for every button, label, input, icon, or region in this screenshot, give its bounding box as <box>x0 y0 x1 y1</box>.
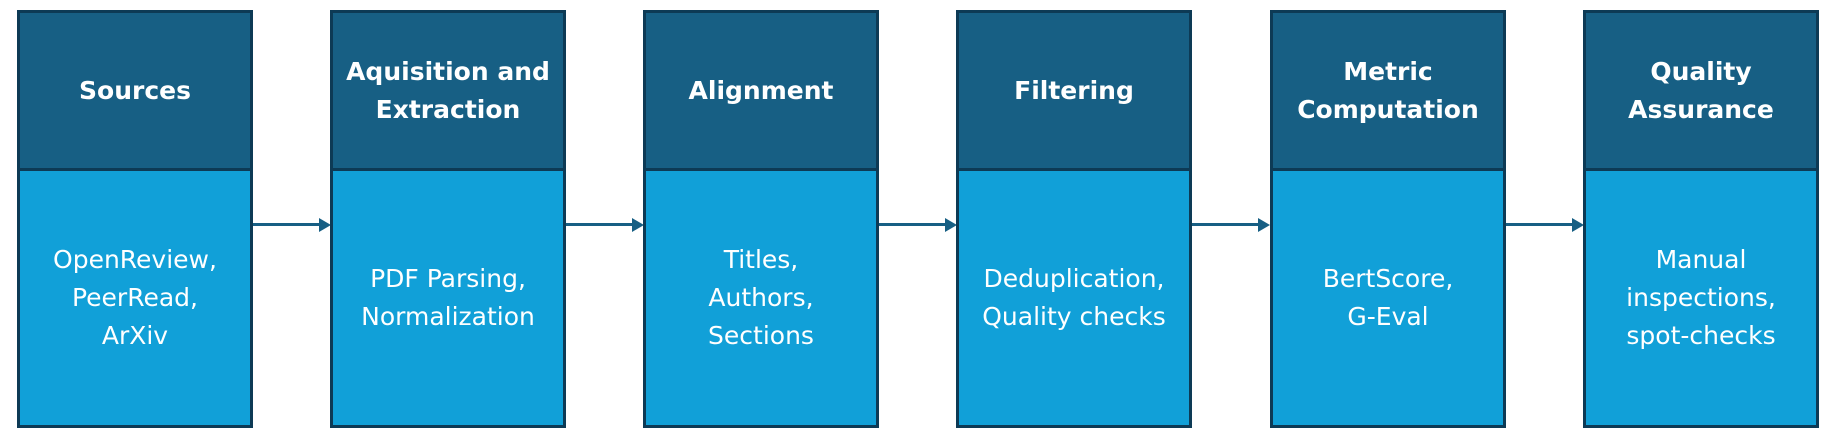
arrow-line <box>566 223 634 226</box>
stage-description: BertScore, G-Eval <box>1322 264 1454 331</box>
arrow-line <box>253 223 321 226</box>
arrow-right-icon <box>319 218 331 232</box>
stage-header: Aquisition and Extraction <box>333 13 563 171</box>
arrow-right-icon <box>632 218 644 232</box>
stage-body: Titles, Authors, Sections <box>646 171 876 425</box>
arrow-connector <box>1192 213 1270 237</box>
stage-body: Deduplication, Quality checks <box>959 171 1189 425</box>
stage-title: Alignment <box>688 75 834 105</box>
stage-description: PDF Parsing, Normalization <box>361 264 535 331</box>
arrow-connector <box>1506 213 1584 237</box>
stage-body: PDF Parsing, Normalization <box>333 171 563 425</box>
stage-title: Aquisition and Extraction <box>346 56 550 124</box>
arrow-connector <box>566 213 644 237</box>
arrow-right-icon <box>945 218 957 232</box>
arrow-connector <box>253 213 331 237</box>
stage-metric-computation: Metric Computation BertScore, G-Eval <box>1270 10 1506 428</box>
stage-header: Quality Assurance <box>1586 13 1816 171</box>
stage-description: Deduplication, Quality checks <box>982 264 1166 331</box>
stage-description: Manual inspections, spot-checks <box>1626 245 1776 350</box>
arrow-line <box>1192 223 1260 226</box>
stage-header: Filtering <box>959 13 1189 171</box>
arrow-connector <box>879 213 957 237</box>
stage-quality-assurance: Quality Assurance Manual inspections, sp… <box>1583 10 1819 428</box>
stage-title: Sources <box>79 75 191 105</box>
stage-header: Alignment <box>646 13 876 171</box>
stage-body: Manual inspections, spot-checks <box>1586 171 1816 425</box>
stage-body: BertScore, G-Eval <box>1273 171 1503 425</box>
stage-title: Metric Computation <box>1297 56 1479 124</box>
arrow-right-icon <box>1258 218 1270 232</box>
arrow-line <box>879 223 947 226</box>
stage-title: Quality Assurance <box>1628 56 1774 124</box>
arrow-line <box>1506 223 1574 226</box>
stage-sources: Sources OpenReview, PeerRead, ArXiv <box>17 10 253 428</box>
stage-header: Sources <box>20 13 250 171</box>
stage-title: Filtering <box>1014 75 1134 105</box>
stage-acquisition-extraction: Aquisition and Extraction PDF Parsing, N… <box>330 10 566 428</box>
stage-header: Metric Computation <box>1273 13 1503 171</box>
arrow-right-icon <box>1572 218 1584 232</box>
stage-alignment: Alignment Titles, Authors, Sections <box>643 10 879 428</box>
stage-body: OpenReview, PeerRead, ArXiv <box>20 171 250 425</box>
stage-description: Titles, Authors, Sections <box>708 245 814 350</box>
stage-filtering: Filtering Deduplication, Quality checks <box>956 10 1192 428</box>
stage-description: OpenReview, PeerRead, ArXiv <box>53 245 217 350</box>
